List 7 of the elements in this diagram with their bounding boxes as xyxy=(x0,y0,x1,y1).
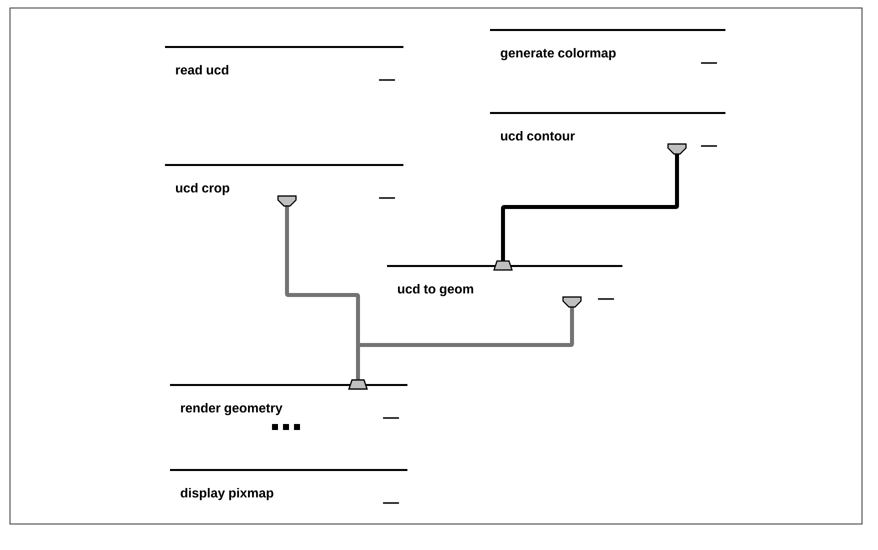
module-box: render geometry xyxy=(170,384,408,416)
module-box: ucd crop xyxy=(165,164,404,196)
module-box: ucd to geom xyxy=(387,265,622,296)
module-box: read ucd xyxy=(165,46,404,75)
module-box: ucd contour xyxy=(490,112,726,141)
module-box: generate colormap xyxy=(490,29,726,60)
module-box: display pixmap xyxy=(170,469,408,500)
